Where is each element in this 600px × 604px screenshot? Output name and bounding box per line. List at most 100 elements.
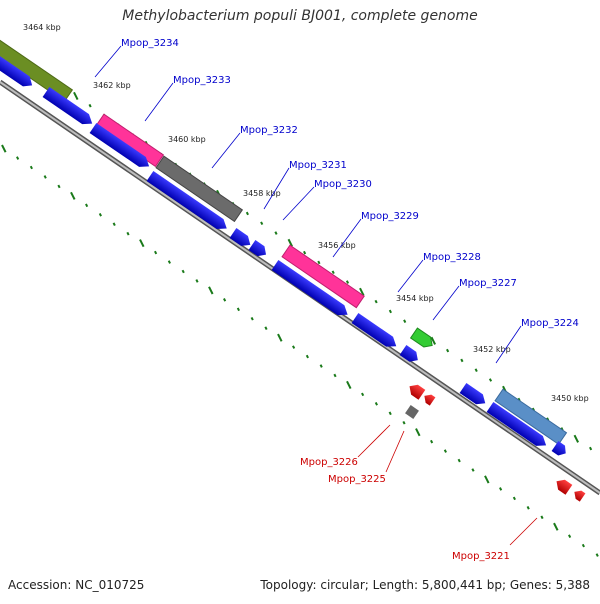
tick-mark	[195, 279, 199, 283]
gene-arrow[interactable]	[399, 345, 422, 365]
gene-arrow[interactable]	[0, 55, 36, 90]
tick-mark	[374, 402, 378, 406]
tick-mark	[264, 326, 268, 331]
gene-arrow[interactable]	[42, 87, 96, 129]
tick-mark	[287, 238, 293, 247]
gene-label-mpop-3232[interactable]: Mpop_3232	[240, 125, 298, 136]
gene-label-mpop-3233[interactable]: Mpop_3233	[173, 75, 231, 86]
forward-gene-label-text: Mpop_3234 Mpop_3233 Mpop_3232 Mpop_3231 …	[121, 38, 579, 329]
tick-mark	[540, 515, 544, 520]
tick-mark	[595, 553, 599, 557]
tick-mark	[126, 231, 130, 236]
tick-mark	[388, 309, 392, 314]
kbp-labels: 3464 kbp 3462 kbp 3460 kbp 3458 kbp 3456…	[23, 23, 589, 403]
kbp-label: 3458 kbp	[243, 189, 281, 198]
tick-mark	[499, 487, 503, 491]
tick-mark	[112, 222, 116, 227]
accession-text: Accession: NC_010725	[8, 578, 145, 592]
tick-mark	[573, 434, 579, 443]
tick-mark	[361, 392, 365, 397]
tick-mark	[374, 299, 378, 304]
tick-marks	[1, 42, 599, 557]
gene-label-mpop-3221[interactable]: Mpop_3221	[452, 551, 510, 562]
reverse-gene[interactable]	[572, 488, 586, 502]
gene-arrow[interactable]	[89, 123, 153, 171]
reverse-gene-3226[interactable]	[406, 381, 426, 400]
tick-mark	[57, 184, 61, 189]
kbp-label: 3464 kbp	[23, 23, 61, 32]
gene-label-mpop-3228[interactable]: Mpop_3228	[423, 252, 481, 263]
gene-arrow[interactable]	[229, 228, 254, 250]
tick-mark	[250, 316, 254, 321]
tick-mark	[88, 103, 92, 108]
tick-mark	[526, 506, 530, 510]
tick-mark	[274, 231, 278, 235]
reverse-gene[interactable]	[422, 392, 436, 406]
gene-label-mpop-3226[interactable]: Mpop_3226	[300, 457, 358, 468]
tick-mark	[292, 345, 296, 349]
tick-mark	[553, 522, 559, 531]
tick-mark	[471, 468, 475, 472]
genome-summary-text: Topology: circular; Length: 5,800,441 bp…	[260, 578, 590, 592]
tick-mark	[1, 144, 7, 153]
gene-label-mpop-3230[interactable]: Mpop_3230	[314, 179, 372, 190]
tick-mark	[403, 319, 407, 324]
tick-mark	[85, 203, 89, 208]
tick-mark	[430, 439, 434, 444]
tick-mark	[359, 287, 365, 296]
tick-mark	[208, 286, 214, 295]
tick-mark	[16, 156, 20, 160]
gene-arrow[interactable]	[351, 313, 400, 351]
tick-mark	[457, 458, 461, 463]
tick-mark	[446, 348, 450, 353]
gene-arrow[interactable]	[248, 240, 270, 260]
tick-mark	[512, 496, 516, 501]
reverse-gene-3221[interactable]	[553, 476, 573, 495]
feature-track	[0, 35, 586, 502]
tick-mark	[488, 378, 493, 382]
green-feature-3228[interactable]	[409, 327, 436, 350]
gene-label-mpop-3231[interactable]: Mpop_3231	[289, 160, 347, 171]
page-title: Methylobacterium populi BJ001, complete …	[122, 8, 478, 24]
gene-arrow[interactable]	[486, 402, 550, 450]
tick-mark	[139, 239, 145, 248]
gene-label-mpop-3234[interactable]: Mpop_3234	[121, 38, 179, 49]
tick-mark	[443, 449, 447, 453]
tick-mark	[73, 91, 79, 100]
gene-arrow[interactable]	[146, 171, 231, 233]
tick-mark	[331, 270, 335, 275]
gene-arrow[interactable]	[271, 260, 351, 320]
kbp-label: 3460 kbp	[168, 135, 206, 144]
gene-label-mpop-3225[interactable]: Mpop_3225	[328, 474, 386, 485]
kbp-label: 3454 kbp	[396, 294, 434, 303]
gene-label-mpop-3227[interactable]: Mpop_3227	[459, 278, 517, 289]
reverse-gene-3225[interactable]	[405, 405, 419, 419]
reverse-gene-label-text: Mpop_3226 Mpop_3225 Mpop_3221	[300, 457, 510, 562]
gray-feature-3232	[155, 155, 244, 223]
tick-mark	[345, 280, 350, 284]
tick-mark	[333, 373, 337, 378]
tick-mark	[415, 428, 421, 437]
gene-arrow[interactable]	[551, 441, 570, 458]
kbp-label: 3456 kbp	[318, 241, 356, 250]
tick-mark	[346, 380, 352, 389]
steelblue-feature	[494, 388, 568, 445]
gene-label-mpop-3224[interactable]: Mpop_3224	[521, 318, 579, 329]
tick-mark	[223, 298, 227, 302]
tick-mark	[181, 269, 185, 274]
tick-mark	[167, 260, 171, 264]
gene-label-mpop-3229[interactable]: Mpop_3229	[361, 211, 419, 222]
tick-mark	[277, 333, 283, 342]
pink-feature-3229	[281, 244, 365, 309]
kbp-label: 3450 kbp	[551, 394, 589, 403]
tick-mark	[568, 534, 572, 538]
tick-mark	[303, 250, 307, 255]
tick-mark	[305, 354, 309, 359]
tick-mark	[402, 420, 406, 425]
tick-mark	[388, 411, 392, 416]
gene-arrow[interactable]	[459, 383, 489, 408]
tick-mark	[430, 336, 436, 345]
tick-mark	[98, 212, 102, 217]
